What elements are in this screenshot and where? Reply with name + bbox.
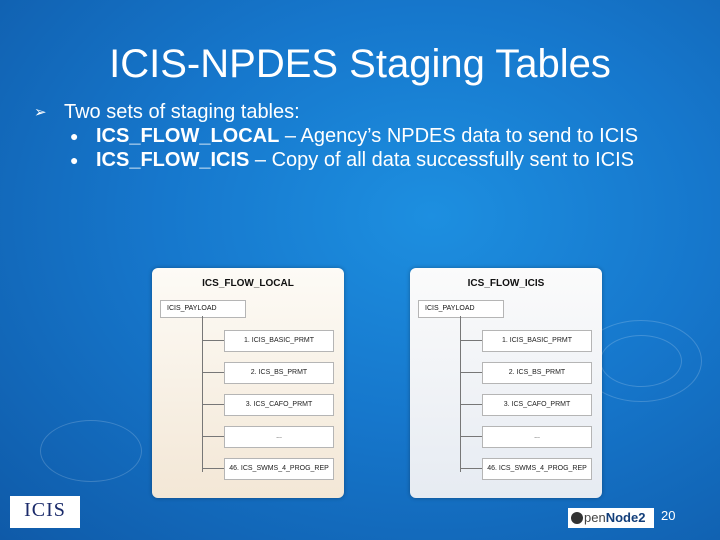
table-node: 2. ICS_BS_PRMT bbox=[482, 362, 592, 384]
table-node: 3. ICS_CAFO_PRMT bbox=[224, 394, 334, 416]
tree-connector bbox=[202, 436, 224, 437]
tree-connector bbox=[202, 468, 224, 469]
table-node: 46. ICS_SWMS_4_PROG_REP bbox=[224, 458, 334, 480]
tree-connector bbox=[460, 316, 461, 472]
bullet-main: ➢ Two sets of staging tables: bbox=[34, 100, 714, 124]
page-number: 20 bbox=[661, 508, 676, 523]
tree-connector bbox=[460, 372, 482, 373]
opennode-logo: penNode2 bbox=[568, 508, 654, 528]
ripple-decoration bbox=[600, 335, 682, 387]
sub-bullet-desc: – Copy of all data successfully sent to … bbox=[249, 149, 634, 171]
tree-connector bbox=[202, 404, 224, 405]
payload-node: ICIS_PAYLOAD bbox=[160, 300, 246, 318]
opennode-text-bold: Node2 bbox=[605, 510, 646, 525]
icis-logo: ICIS bbox=[10, 496, 80, 528]
table-node: ... bbox=[482, 426, 592, 448]
payload-node: ICIS_PAYLOAD bbox=[418, 300, 504, 318]
diagram-title: ICS_FLOW_ICIS bbox=[467, 278, 545, 289]
bullet-list: ➢ Two sets of staging tables: ● ICS_FLOW… bbox=[34, 100, 714, 172]
dot-bullet-icon: ● bbox=[70, 152, 79, 168]
sub-bullet-desc: – Agency’s NPDES data to send to ICIS bbox=[279, 125, 639, 147]
sub-bullet: ● ICS_FLOW_ICIS – Copy of all data succe… bbox=[34, 148, 714, 172]
diagram-flow-icis: ICS_FLOW_ICIS ICIS_PAYLOAD 1. ICIS_BASIC… bbox=[410, 268, 602, 498]
tree-connector bbox=[460, 468, 482, 469]
arrow-bullet-icon: ➢ bbox=[34, 104, 47, 121]
table-node: ... bbox=[224, 426, 334, 448]
diagram-flow-local: ICS_FLOW_LOCAL ICIS_PAYLOAD 1. ICIS_BASI… bbox=[152, 268, 344, 498]
table-node: 2. ICS_BS_PRMT bbox=[224, 362, 334, 384]
slide-title: ICIS-NPDES Staging Tables bbox=[109, 42, 611, 86]
table-node: 3. ICS_CAFO_PRMT bbox=[482, 394, 592, 416]
sub-bullet-name: ICS_FLOW_ICIS bbox=[96, 149, 250, 171]
opennode-o-icon bbox=[571, 512, 583, 524]
sub-bullet-name: ICS_FLOW_LOCAL bbox=[96, 125, 280, 147]
tree-connector bbox=[460, 436, 482, 437]
sub-bullet: ● ICS_FLOW_LOCAL – Agency’s NPDES data t… bbox=[34, 124, 714, 148]
bullet-main-text: Two sets of staging tables: bbox=[64, 101, 300, 123]
tree-connector bbox=[202, 340, 224, 341]
tree-connector bbox=[460, 340, 482, 341]
tree-connector bbox=[202, 372, 224, 373]
opennode-text: pen bbox=[584, 510, 606, 525]
table-node: 46. ICS_SWMS_4_PROG_REP bbox=[482, 458, 592, 480]
tree-connector bbox=[202, 316, 203, 472]
table-node: 1. ICIS_BASIC_PRMT bbox=[224, 330, 334, 352]
diagram-title: ICS_FLOW_LOCAL bbox=[202, 278, 294, 289]
tree-connector bbox=[460, 404, 482, 405]
ripple-decoration bbox=[40, 420, 142, 482]
table-node: 1. ICIS_BASIC_PRMT bbox=[482, 330, 592, 352]
dot-bullet-icon: ● bbox=[70, 128, 79, 144]
